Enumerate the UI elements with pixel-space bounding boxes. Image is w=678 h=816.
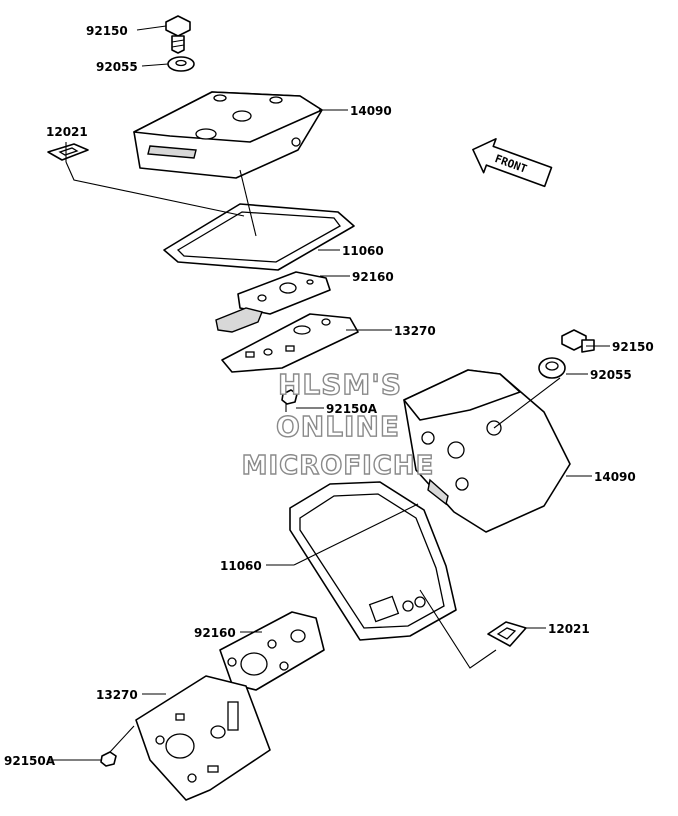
label-cover-14090-bottom: 14090 [594, 470, 636, 484]
label-washer-92055-bottom: 92055 [590, 368, 632, 382]
label-plug-12021-top: 12021 [46, 125, 88, 139]
watermark-line-2: ONLINE [276, 410, 400, 443]
small-bolt-92150A-bottom [100, 751, 117, 767]
small-bolt-92150A-top [281, 389, 298, 412]
label-plate-13270-top: 13270 [394, 324, 436, 338]
cover-14090-bottom [403, 369, 571, 533]
plug-12021-bottom [487, 621, 527, 647]
label-small-bolt-92150A-bottom: 92150A [4, 754, 56, 768]
plate-gasket-92160-top [237, 271, 331, 315]
label-washer-92055-top: 92055 [96, 60, 138, 74]
part-labels: 92150 92055 12021 14090 11060 92160 1327… [4, 24, 654, 768]
label-plate-gasket-92160-bottom: 92160 [194, 626, 236, 640]
cover-14090-top [133, 91, 323, 179]
label-gasket-11060-top: 11060 [342, 244, 384, 258]
plate-13270-top [215, 307, 359, 373]
label-small-bolt-92150A-top: 92150A [326, 402, 378, 416]
label-plate-13270-bottom: 13270 [96, 688, 138, 702]
gasket-11060-top [163, 203, 355, 271]
front-arrow-icon: FRONT [472, 138, 553, 188]
washer-92055-top [167, 56, 195, 72]
leader-lines [48, 25, 610, 761]
label-bolt-92150-top: 92150 [86, 24, 128, 38]
plug-12021-top [47, 143, 89, 161]
plate-13270-bottom [135, 675, 271, 801]
washer-92055-bottom [538, 357, 566, 379]
label-plug-12021-bottom: 12021 [548, 622, 590, 636]
label-plate-gasket-92160-top: 92160 [352, 270, 394, 284]
watermark-line-1: HLSM'S [278, 368, 402, 401]
watermark-line-3: MICROFICHE [242, 451, 435, 481]
label-gasket-11060-bottom: 11060 [220, 559, 262, 573]
watermark: HLSM'S ONLINE MICROFICHE [241, 367, 435, 481]
label-bolt-92150-bottom: 92150 [612, 340, 654, 354]
plate-gasket-92160-bottom [219, 611, 325, 691]
bolt-92150-top [165, 15, 191, 54]
bolt-92150-bottom [561, 329, 595, 353]
label-cover-14090-top: 14090 [350, 104, 392, 118]
gasket-11060-bottom [289, 481, 457, 641]
